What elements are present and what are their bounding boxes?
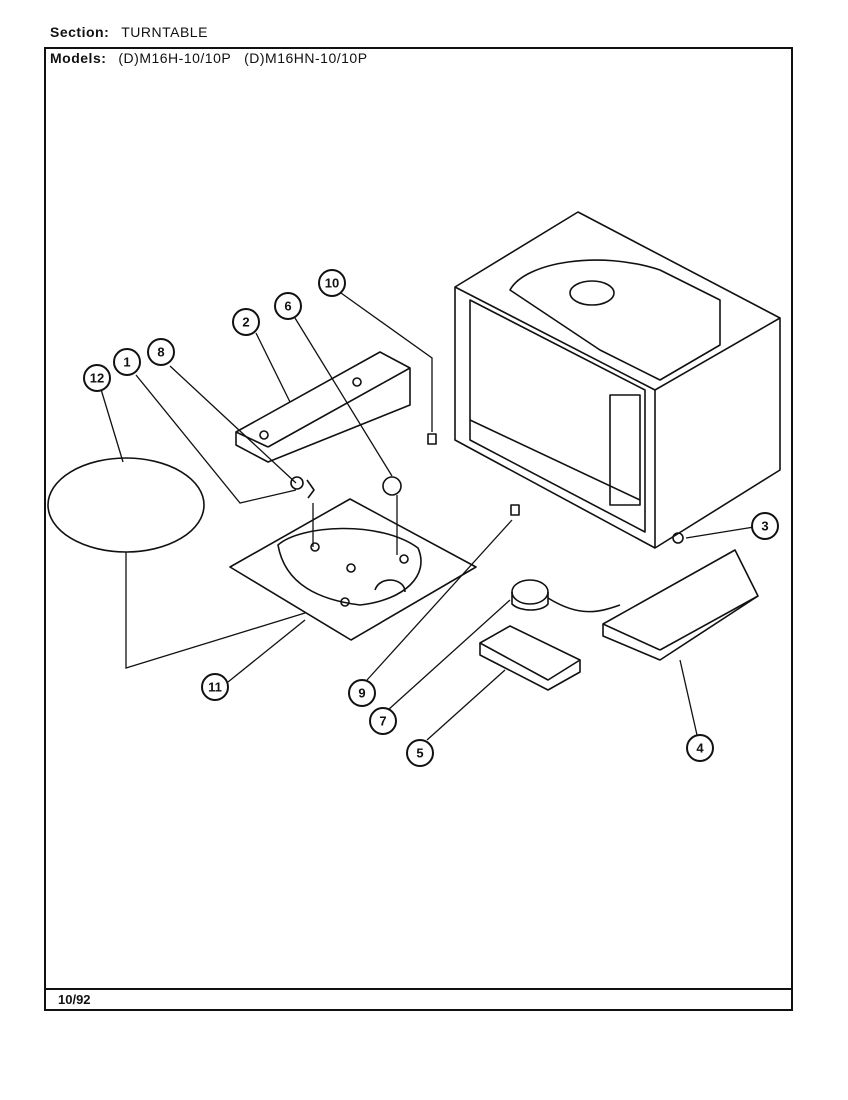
callout-4: 4 — [686, 734, 714, 762]
callout-1: 1 — [113, 348, 141, 376]
callout-8: 8 — [147, 338, 175, 366]
base-plate-part — [229, 498, 477, 641]
screw-9-part — [510, 504, 520, 516]
coupler-part — [382, 476, 402, 555]
svg-text:5: 5 — [416, 746, 423, 761]
oven-cavity-part — [454, 211, 781, 549]
svg-text:9: 9 — [358, 686, 365, 701]
svg-text:1: 1 — [123, 355, 130, 370]
svg-text:3: 3 — [761, 519, 768, 534]
models-label: Models: — [50, 50, 107, 66]
leader-lines — [99, 292, 755, 741]
section-label: Section: — [50, 24, 110, 40]
tray-part — [479, 625, 581, 691]
motor-part — [511, 579, 621, 613]
section-heading: Section: TURNTABLE — [50, 24, 208, 40]
diagram-frame — [44, 47, 793, 1011]
callout-2: 2 — [232, 308, 260, 336]
footer-divider — [44, 988, 793, 990]
callout-9: 9 — [348, 679, 376, 707]
turntable-tray-part — [47, 457, 306, 669]
screw-part — [427, 433, 437, 445]
motor-bracket-part — [602, 549, 759, 661]
callout-10: 10 — [318, 269, 346, 297]
svg-text:2: 2 — [242, 315, 249, 330]
svg-text:8: 8 — [157, 345, 164, 360]
nut-clip-part — [290, 476, 315, 547]
callout-7: 7 — [369, 707, 397, 735]
svg-text:12: 12 — [90, 371, 104, 386]
callout-6: 6 — [274, 292, 302, 320]
callout-3: 3 — [751, 512, 779, 540]
svg-text:10: 10 — [325, 276, 339, 291]
svg-text:11: 11 — [208, 680, 222, 695]
callout-5: 5 — [406, 739, 434, 767]
models-value: (D)M16H-10/10P (D)M16HN-10/10P — [118, 50, 368, 66]
svg-text:6: 6 — [284, 299, 291, 314]
clip-part — [672, 532, 684, 544]
bracket-part — [235, 351, 411, 463]
section-value: TURNTABLE — [121, 24, 208, 40]
revision-date: 10/92 — [58, 992, 91, 1007]
svg-text:7: 7 — [379, 714, 386, 729]
callout-11: 11 — [201, 673, 229, 701]
models-heading: Models: (D)M16H-10/10P (D)M16HN-10/10P — [50, 50, 368, 66]
callout-12: 12 — [83, 364, 111, 392]
svg-text:4: 4 — [696, 741, 704, 756]
